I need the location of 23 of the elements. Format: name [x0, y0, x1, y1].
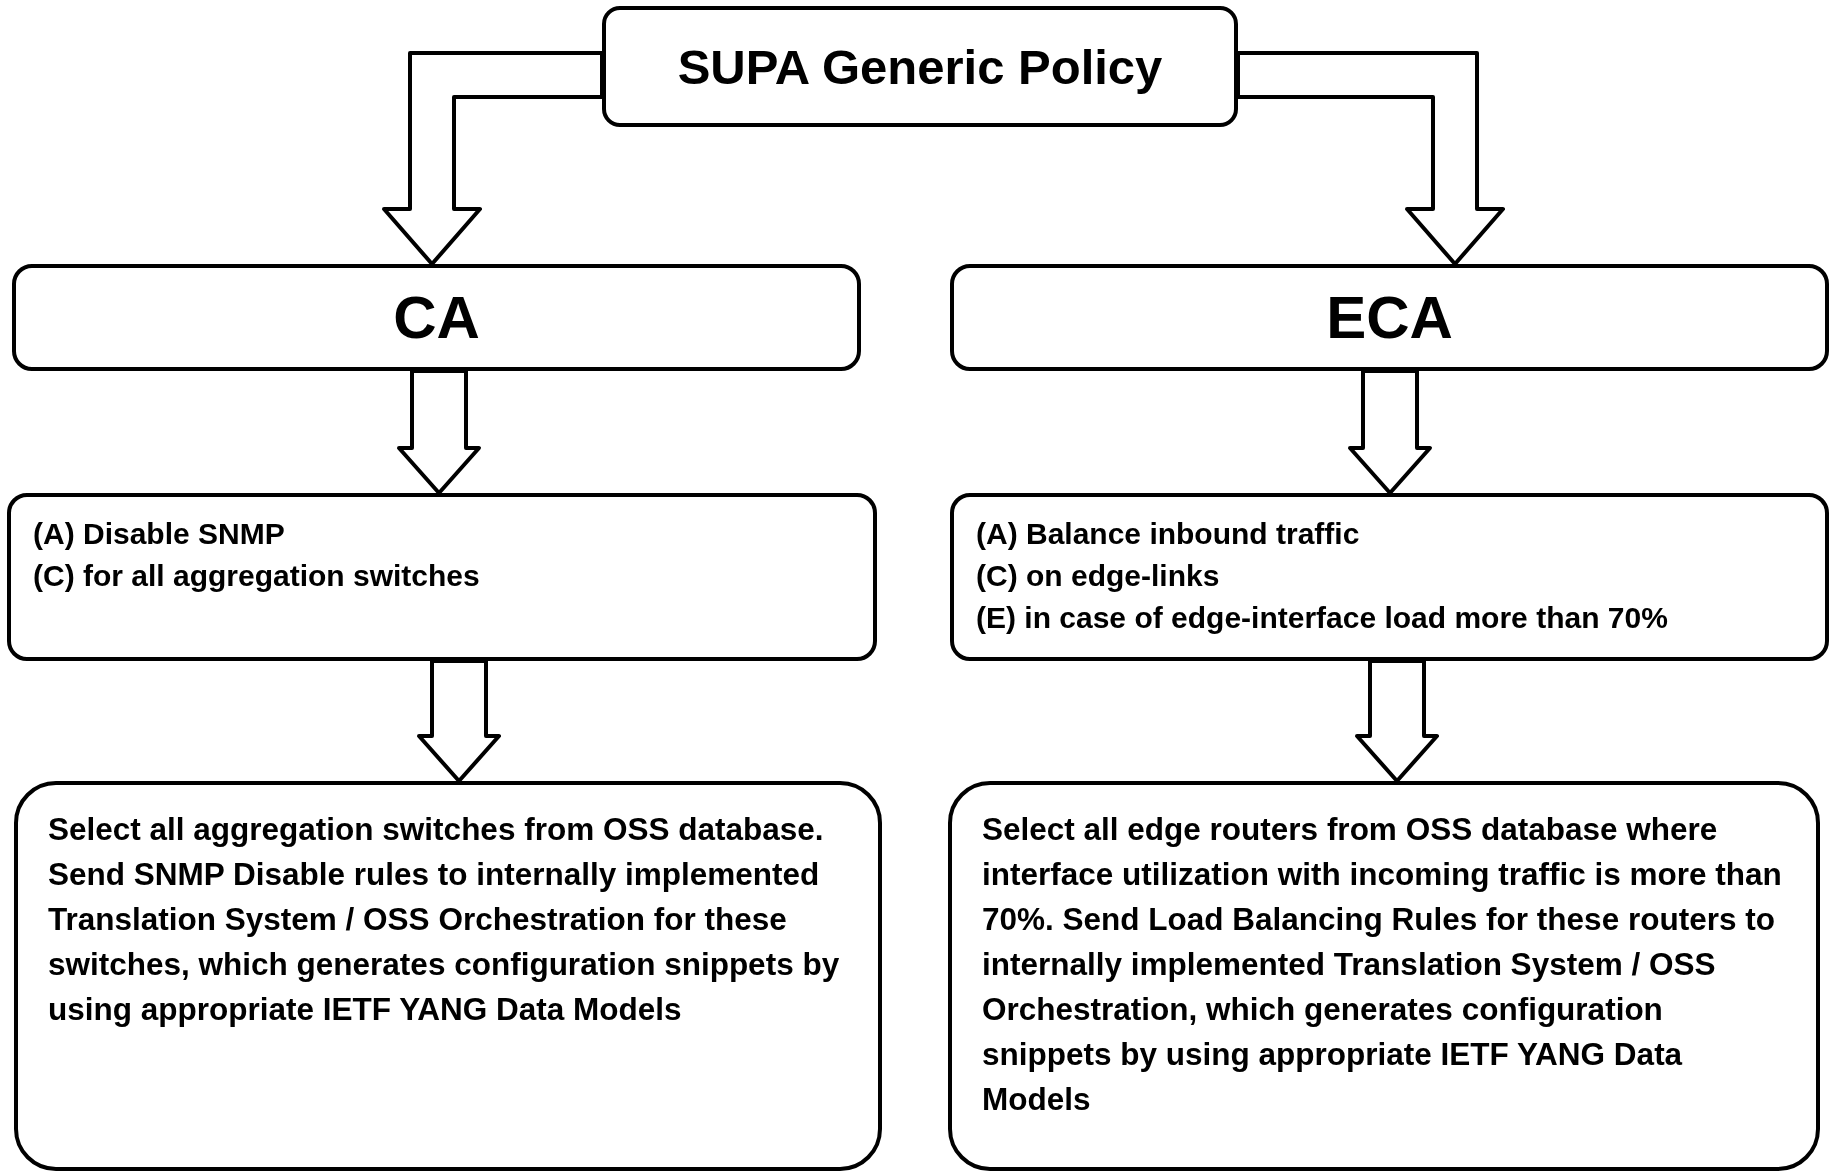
- node-text: ECA: [1326, 283, 1453, 352]
- block-arrow: [382, 50, 604, 266]
- description-box: [948, 781, 1820, 1171]
- category-box: [950, 264, 1829, 371]
- policy-box: [950, 493, 1829, 661]
- block-arrow: [1348, 369, 1432, 495]
- node-text: (E) in case of edge-interface load more than 70%: [976, 600, 1669, 636]
- description-box: [14, 781, 882, 1171]
- policy-box: [7, 493, 877, 661]
- node-text: Select all aggregation switches from OSS database. Send SNMP Disable rules to internally implemented Translation System / OSS Orchestration for these switches, which generates configuration snippets by using appropriate IETF YANG Data Models: [48, 810, 841, 1029]
- category-box: [12, 264, 861, 371]
- block-arrow: [417, 659, 501, 783]
- block-arrow: [1355, 659, 1439, 783]
- block-arrow: [397, 369, 481, 495]
- node-text: (C) for all aggregation switches: [33, 558, 481, 594]
- node-text: (A) Disable SNMP: [33, 516, 286, 552]
- block-arrow: [1236, 50, 1505, 266]
- node-text: Select all edge routers from OSS database where interface utilization with incoming traffic is more than 70%. Send Load Balancing Rules for these routers to internally implemented Translation System / OSS Orchestration, which generates configuration snippets by using appropriate IETF YANG Data Models: [982, 810, 1783, 1119]
- title-box: [602, 6, 1238, 127]
- node-text: (A) Balance inbound traffic: [976, 516, 1361, 552]
- node-text: CA: [393, 283, 480, 352]
- node-text: SUPA Generic Policy: [677, 38, 1163, 95]
- node-text: (C) on edge-links: [976, 558, 1221, 594]
